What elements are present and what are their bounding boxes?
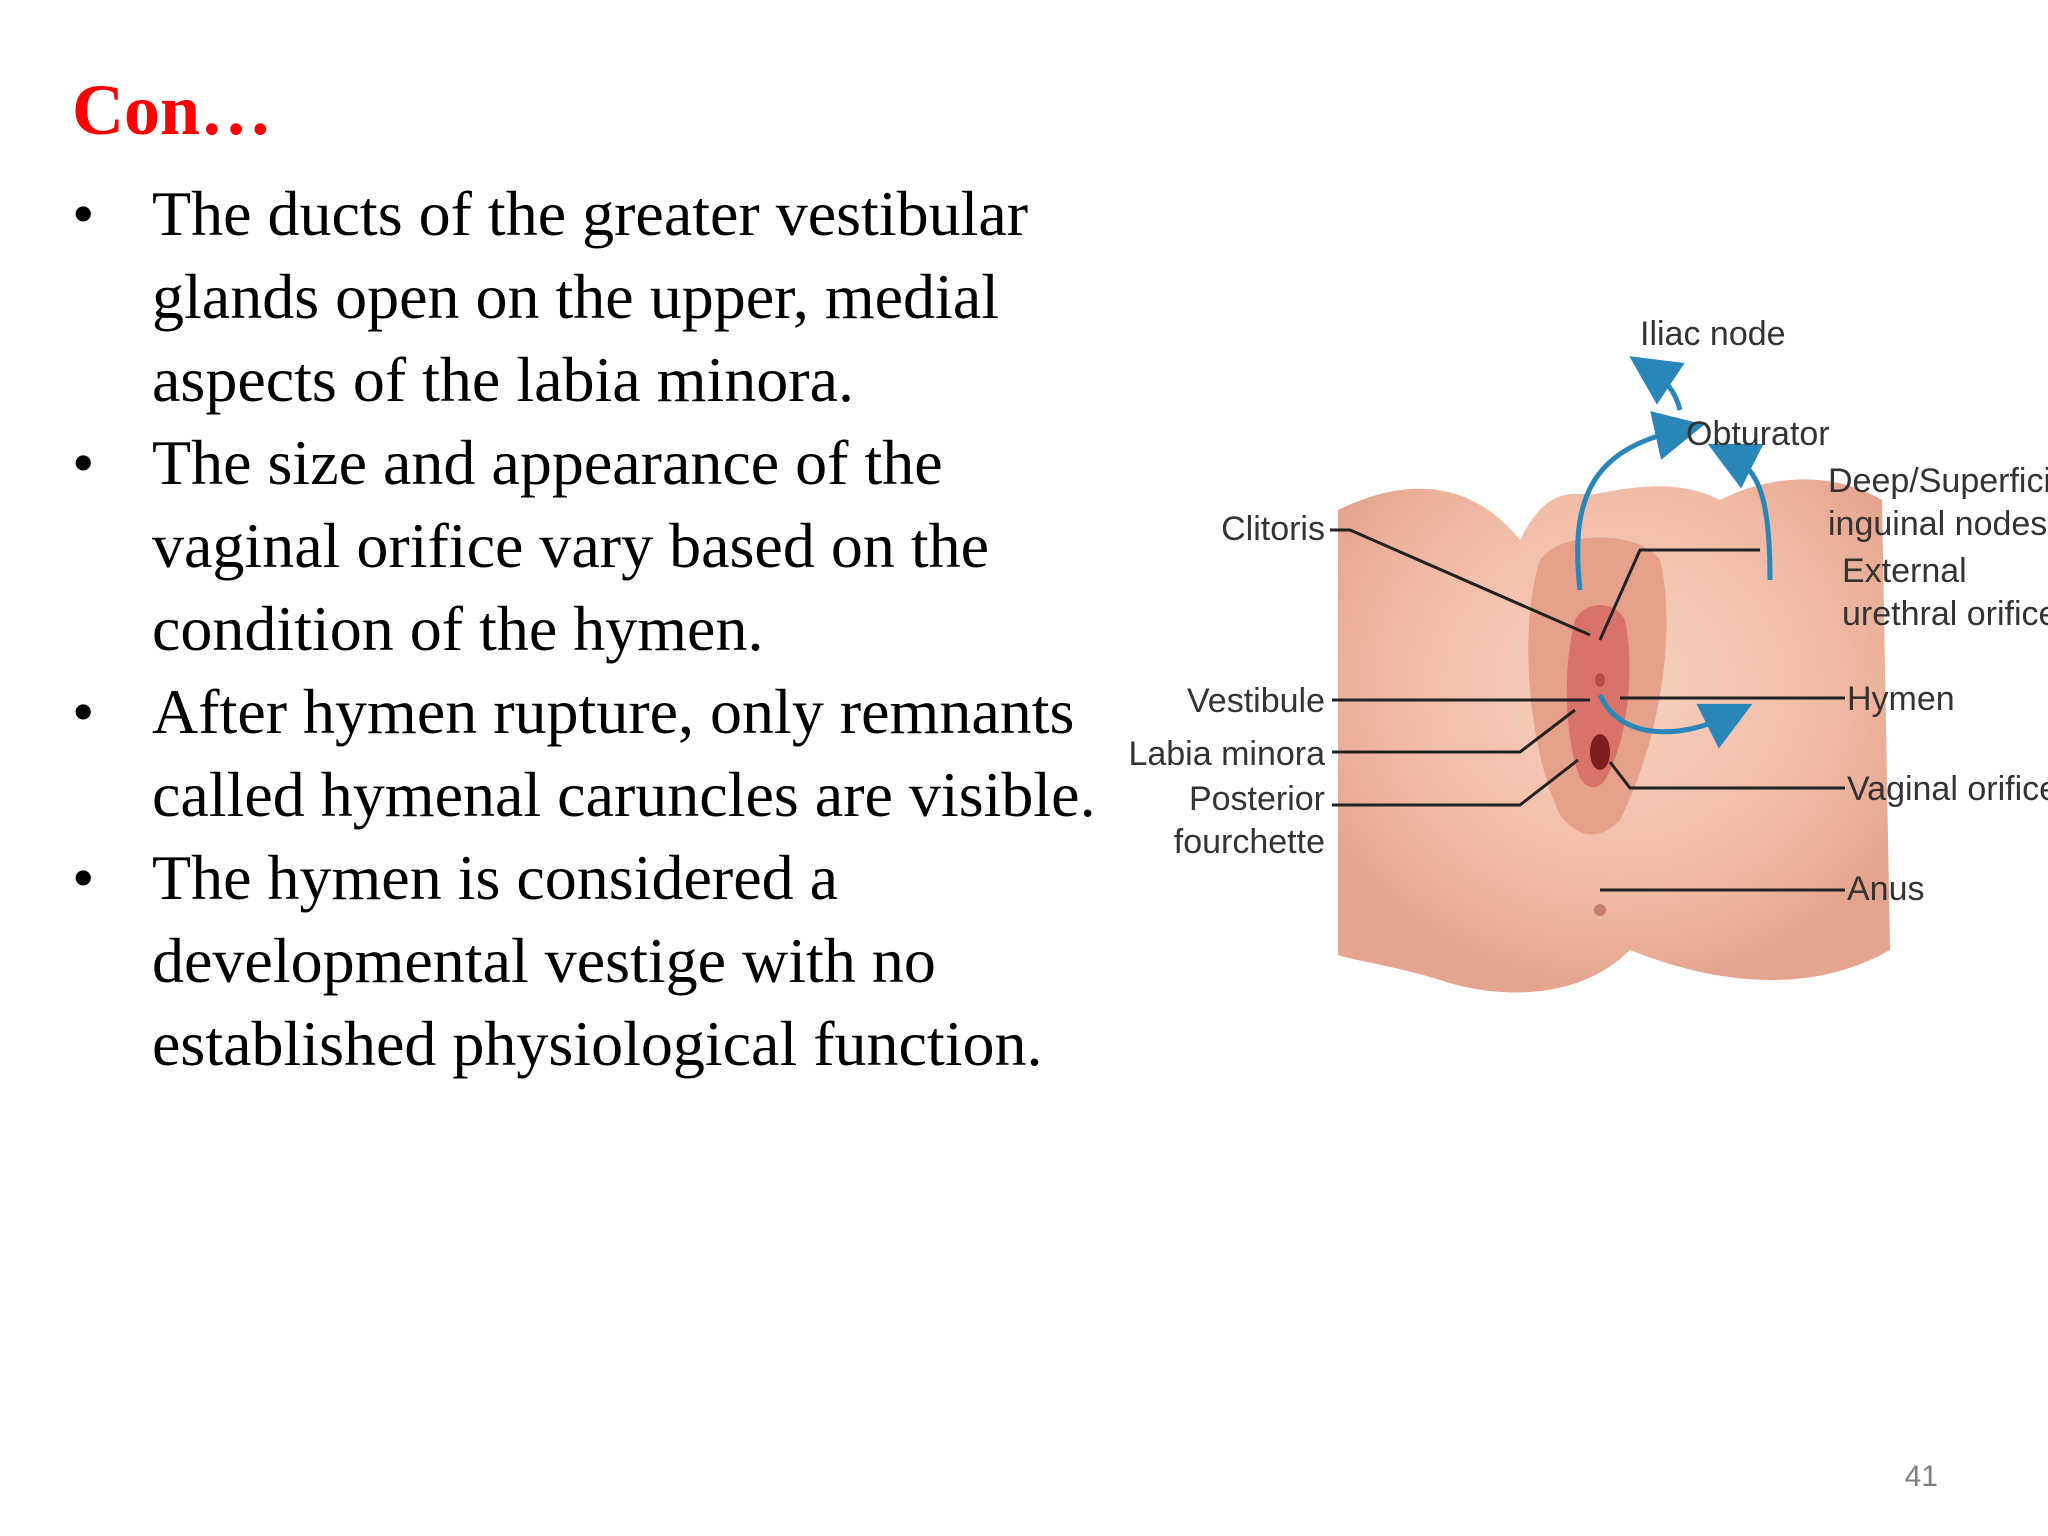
- label-fourchette: fourchette: [1174, 823, 1325, 861]
- anatomy-illustration: Iliac node Obturator Deep/Superficial in…: [1128, 315, 2048, 993]
- anatomy-figure: Iliac node Obturator Deep/Superficial in…: [1120, 300, 2048, 1020]
- label-deep-superficial: Deep/Superficial: [1828, 462, 2048, 500]
- label-external: External: [1842, 552, 1967, 590]
- flow-arrow: [1707, 443, 1773, 581]
- label-hymen: Hymen: [1847, 680, 1955, 718]
- label-urethral-orifice: urethral orifice: [1842, 595, 2048, 633]
- page-number: 41: [1904, 1460, 1938, 1493]
- label-vaginal-orifice: Vaginal orifice: [1847, 770, 2048, 808]
- bullet-item: • The size and appearance of the vaginal…: [72, 421, 1132, 670]
- bullet-glyph: •: [72, 178, 95, 249]
- flow-arrow: [1575, 411, 1705, 591]
- label-clitoris: Clitoris: [1221, 510, 1325, 548]
- urethra-shape: [1595, 673, 1605, 687]
- bullet-item: • After hymen rupture, only remnants cal…: [72, 670, 1132, 836]
- bullet-text: After hymen rupture, only remnants calle…: [152, 676, 1096, 830]
- flow-arrow: [1629, 356, 1685, 411]
- bullet-text: The size and appearance of the vaginal o…: [152, 427, 989, 664]
- anus-shape: [1594, 904, 1606, 916]
- label-iliac-node: Iliac node: [1640, 315, 1786, 353]
- label-posterior: Posterior: [1189, 780, 1325, 818]
- bullet-glyph: •: [72, 676, 95, 747]
- leader-lines: [1330, 528, 1845, 892]
- vaginal-orifice-shape: [1590, 734, 1610, 770]
- slide-title: Con…: [72, 70, 273, 150]
- bullet-glyph: •: [72, 427, 95, 498]
- bullet-item: • The ducts of the greater vestibular gl…: [72, 172, 1132, 421]
- bullet-item: • The hymen is considered a developmenta…: [72, 836, 1132, 1085]
- bullet-text: The hymen is considered a developmental …: [152, 842, 1043, 1079]
- bullet-list: • The ducts of the greater vestibular gl…: [72, 172, 1132, 1085]
- label-obturator: Obturator: [1686, 415, 1830, 453]
- bullet-text: The ducts of the greater vestibular glan…: [152, 178, 1029, 415]
- flow-arrow: [1597, 693, 1753, 749]
- label-inguinal-nodes: inguinal nodes: [1828, 505, 2047, 543]
- label-anus: Anus: [1847, 870, 1925, 908]
- label-vestibule: Vestibule: [1187, 682, 1325, 720]
- label-labia-minora: Labia minora: [1128, 735, 1325, 773]
- bullet-glyph: •: [72, 842, 95, 913]
